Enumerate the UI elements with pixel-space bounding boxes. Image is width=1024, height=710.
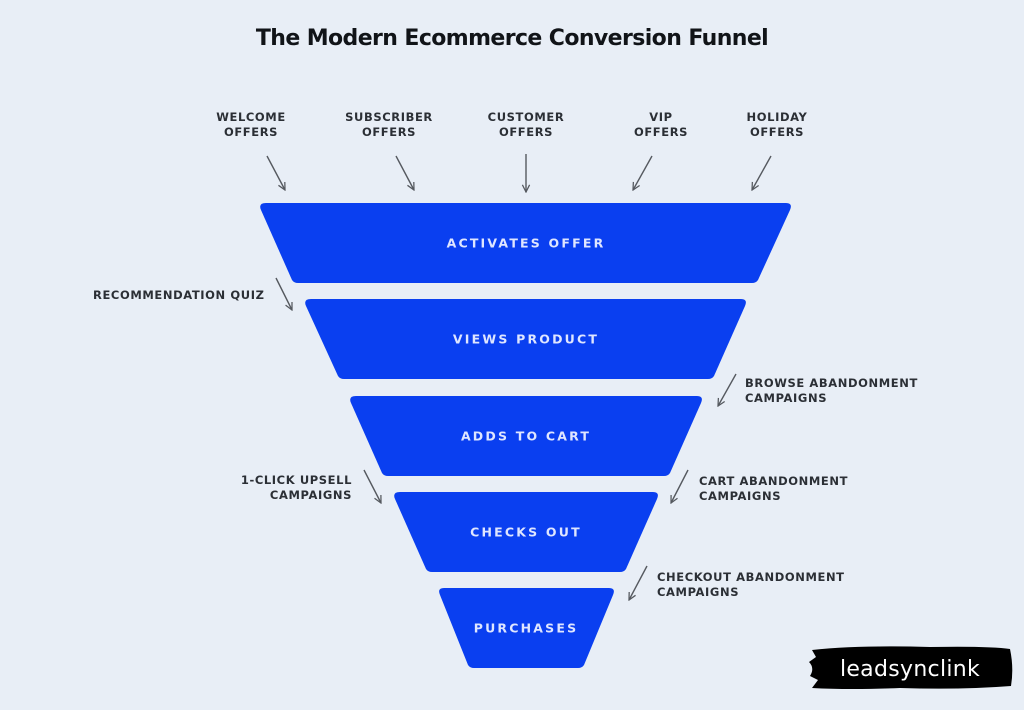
stage-label-purchases: PURCHASES (473, 620, 579, 636)
label-line: CHECKOUT ABANDONMENT (657, 570, 845, 584)
arrow-down-left-icon (629, 565, 648, 600)
page-title: The Modern Ecommerce Conversion Funnel (255, 26, 769, 51)
label-line: WELCOME (216, 110, 286, 124)
label-line: RECOMMENDATION QUIZ (93, 288, 265, 302)
customer-offers-label: CUSTOMER OFFERS (488, 110, 565, 140)
upsell-campaigns-label: 1-CLICK UPSELL CAMPAIGNS (241, 473, 352, 503)
stage-activates-offer (260, 203, 791, 283)
arrow-down-right-icon (395, 155, 414, 190)
label-line: CAMPAIGNS (657, 585, 740, 599)
label-line: OFFERS (498, 125, 554, 139)
welcome-offers-label: WELCOME OFFERS (216, 110, 286, 140)
label-line: OFFERS (749, 125, 805, 139)
browse-abandonment-label: BROWSE ABANDONMENT CAMPAIGNS (745, 376, 918, 406)
arrow-down-left-icon (718, 373, 737, 406)
label-line: CAMPAIGNS (269, 488, 352, 502)
label-line: CAMPAIGNS (699, 489, 782, 503)
arrow-down-right-icon (275, 277, 292, 310)
stage-label-views-product: VIEWS PRODUCT (452, 331, 600, 347)
brand-name: leadsynclink (839, 656, 981, 682)
label-line: BROWSE ABANDONMENT (745, 376, 918, 390)
label-line: CAMPAIGNS (745, 391, 828, 405)
stage-label-checks-out: CHECKS OUT (470, 524, 582, 540)
label-line: VIP (649, 110, 673, 124)
label-line: OFFERS (223, 125, 279, 139)
label-line: CART ABANDONMENT (699, 474, 849, 488)
arrow-down-left-icon (752, 155, 772, 190)
vip-offers-label: VIP OFFERS (634, 110, 688, 140)
checkout-abandonment-label: CHECKOUT ABANDONMENT CAMPAIGNS (657, 570, 845, 600)
arrow-down-left-icon (671, 469, 689, 503)
label-line: OFFERS (361, 125, 417, 139)
stage-adds-to-cart (350, 396, 702, 476)
stage-purchases (439, 588, 614, 668)
brand-watermark: leadsynclink (806, 646, 1014, 692)
label-line: HOLIDAY (746, 110, 808, 124)
label-line: OFFERS (633, 125, 689, 139)
stage-label-adds-to-cart: ADDS TO CART (460, 428, 592, 444)
stage-label-activates-offer: ACTIVATES OFFER (446, 235, 606, 251)
brand-badge-background (809, 646, 1013, 689)
subscriber-offers-label: SUBSCRIBER OFFERS (345, 110, 433, 140)
holiday-offers-label: HOLIDAY OFFERS (747, 110, 808, 140)
recommendation-quiz-label: RECOMMENDATION QUIZ (93, 288, 265, 303)
stage-checks-out (394, 492, 658, 572)
label-line: SUBSCRIBER (345, 110, 433, 124)
cart-abandonment-label: CART ABANDONMENT CAMPAIGNS (699, 474, 848, 504)
arrow-down-right-icon (266, 155, 285, 190)
arrow-down-left-icon (633, 155, 653, 190)
stage-views-product (305, 299, 746, 379)
arrow-down-right-icon (363, 469, 381, 503)
label-line: 1-CLICK UPSELL (240, 473, 352, 487)
label-line: CUSTOMER (487, 110, 565, 124)
